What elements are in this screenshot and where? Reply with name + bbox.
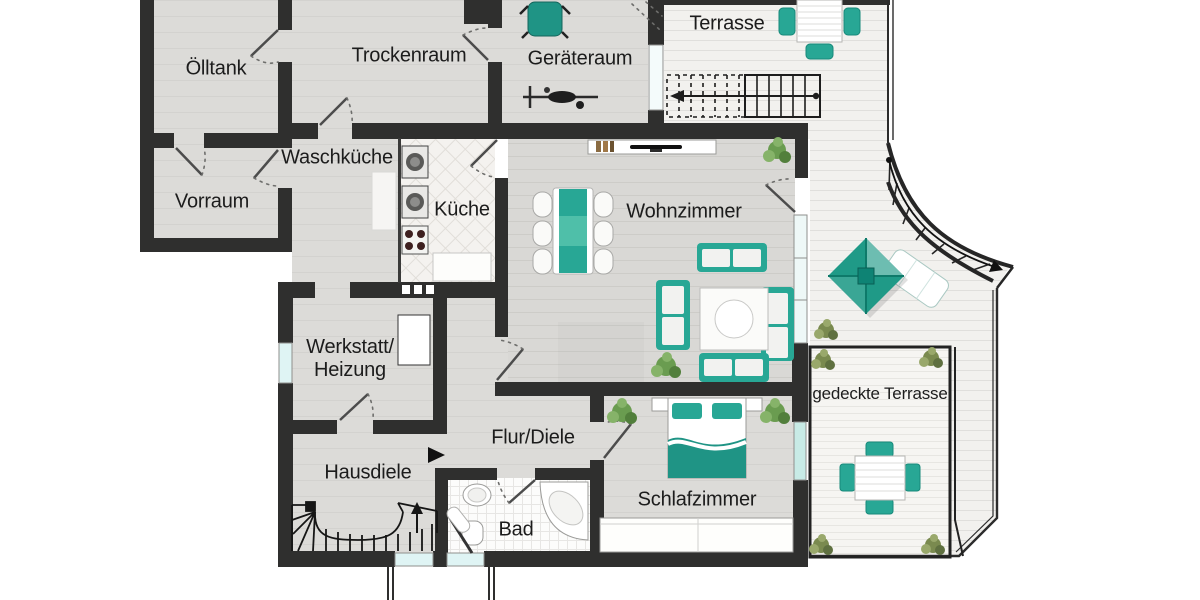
room-label-gedeckte-terrasse: gedeckte Terrasse (812, 384, 948, 404)
parasol (828, 238, 908, 318)
room-label-wohnzimmer: Wohnzimmer (626, 200, 742, 223)
room-label-geraeteraum: Geräteraum (527, 47, 633, 70)
door-bad (508, 479, 536, 504)
watermark (558, 322, 644, 392)
door-geraeteraum (462, 34, 489, 61)
terrasse-table (796, 0, 843, 43)
plant (607, 398, 637, 424)
door-trockenraum (319, 97, 348, 126)
kitchen-counter (432, 252, 492, 282)
bicycle (523, 86, 598, 109)
room-label-werkstatt-line1: Werkstatt/ (306, 336, 394, 358)
room-label-oeltank: Ölltank (185, 57, 247, 80)
room-label-hausdiele: Hausdiele (324, 461, 412, 484)
nightstand (651, 397, 669, 412)
door-vorraum (175, 147, 203, 176)
window-wohnzimmer (793, 214, 808, 344)
room-label-vorraum: Vorraum (174, 190, 250, 213)
plant (651, 352, 681, 378)
window-schlafzimmer (793, 421, 807, 481)
room-label-werkstatt-heizung: Werkstatt/ Heizung (306, 336, 394, 382)
room-label-flur-diele: Flur/Diele (491, 426, 575, 449)
deck-edge-and-curved-stair (810, 0, 1014, 558)
bad-fixtures (446, 481, 589, 554)
hausdiele-stair (291, 501, 438, 552)
window-geraeteraum (648, 44, 664, 111)
plant (763, 137, 791, 163)
door-wohnzimmer-flur (496, 348, 524, 381)
vent-opening (402, 285, 410, 294)
parasol-and-lounger (828, 238, 949, 318)
room-label-bad: Bad (498, 518, 534, 541)
vent-opening (426, 285, 434, 294)
shrubs (809, 319, 945, 555)
tv (630, 145, 682, 149)
window-bad (446, 552, 485, 567)
boiler (397, 314, 431, 366)
gedeckte-terrasse-frame (808, 345, 964, 559)
terrasse-dining-set (778, 0, 861, 60)
vent-opening (414, 285, 422, 294)
windows (278, 44, 808, 567)
wohnzimmer-furniture (532, 137, 794, 382)
deck-stair-arrow (888, 159, 996, 268)
kueche-appliances (371, 145, 492, 282)
sofa-set (656, 243, 794, 382)
room-label-schlafzimmer: Schlafzimmer (637, 488, 757, 511)
room-label-werkstatt-line2: Heizung (314, 359, 386, 381)
section-marker-triangle (428, 447, 445, 463)
bed (667, 397, 747, 479)
gedeckte-terrasse-set (839, 441, 921, 515)
garden-cart (527, 1, 563, 37)
walls (140, 0, 890, 600)
window-hausdiele (394, 552, 434, 567)
radiator (446, 506, 471, 533)
nightstand (745, 397, 763, 412)
stair-treads (888, 157, 991, 271)
schlafzimmer-furniture (599, 397, 794, 553)
door-werkstatt (339, 393, 369, 421)
geraeteraum-items (519, 1, 598, 109)
dining-set (532, 187, 614, 275)
room-label-waschkueche: Waschküche (281, 146, 393, 169)
door-vorraum-waschkueche (253, 149, 279, 179)
door-terrasse (765, 184, 796, 213)
door-schlafzimmer (603, 423, 632, 459)
lounger (882, 249, 949, 308)
stove (401, 225, 429, 255)
room-label-terrasse: Terrasse (689, 12, 765, 35)
terrace-stair (666, 74, 821, 118)
plant (760, 398, 790, 424)
wardrobe (599, 517, 794, 553)
door-kueche (470, 139, 498, 167)
doors (175, 1, 796, 504)
door-oeltank (250, 29, 279, 57)
room-label-trockenraum: Trockenraum (351, 44, 467, 67)
waschkueche-counter (371, 171, 397, 231)
window-werkstatt (278, 342, 293, 384)
room-label-kueche: Küche (434, 198, 490, 221)
